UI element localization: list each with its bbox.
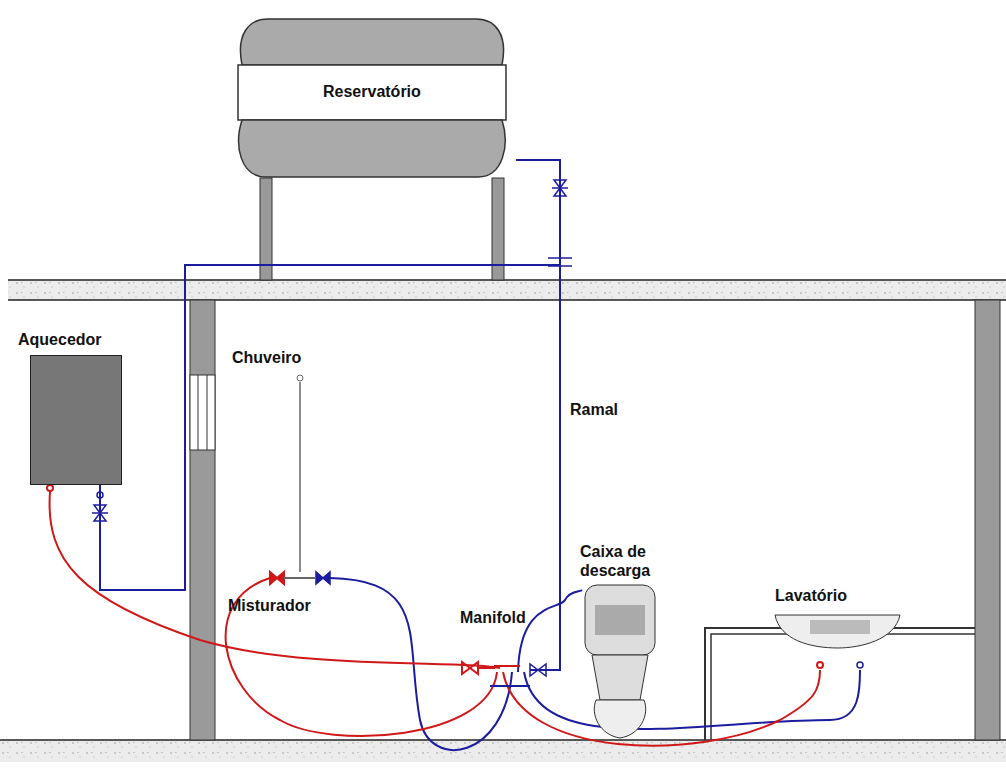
part-label: Chuveiro [232, 348, 301, 367]
part-label: Misturador [228, 596, 311, 615]
wall [975, 300, 1000, 740]
heater-box [30, 355, 122, 485]
part-label: Ramal [570, 400, 618, 419]
node-label: Reservatório [323, 82, 421, 101]
node-label: Aquecedor [18, 330, 102, 349]
tank-node: Reservatório [228, 15, 516, 180]
pipe-connector [100, 160, 560, 590]
toilet [585, 585, 655, 738]
wall [190, 300, 215, 740]
slab [8, 280, 1006, 300]
floor [0, 740, 1006, 762]
part-label: Caixa de descarga [580, 542, 675, 580]
heater-node: Aquecedor [30, 330, 122, 485]
part-label: Manifold [460, 608, 526, 627]
part-label: Lavatório [775, 586, 847, 605]
basin [775, 615, 900, 648]
